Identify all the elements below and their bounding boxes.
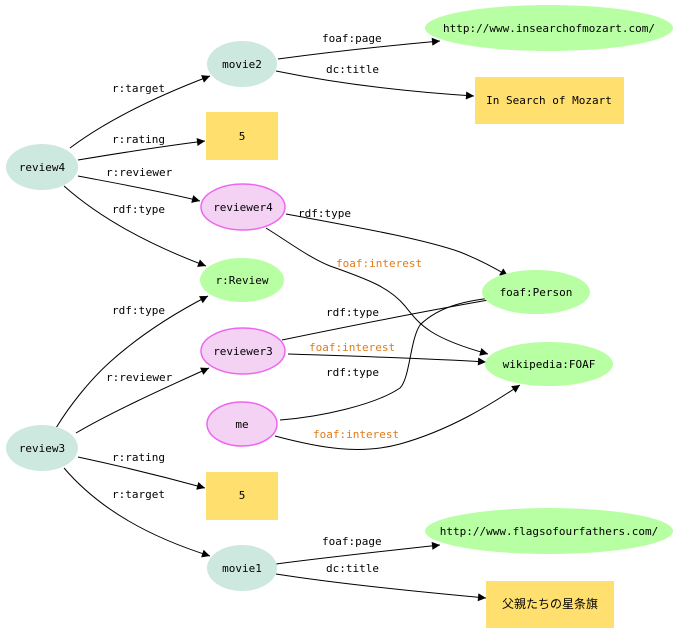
- edge-label-reviewer4-interest: foaf:interest: [336, 257, 422, 270]
- edge-review3-target: [63, 467, 211, 558]
- svg-text:review3: review3: [19, 442, 65, 455]
- edge-movie1-title: [275, 573, 487, 602]
- edge-label-movie2-page: foaf:page: [322, 32, 382, 45]
- svg-text:reviewer4: reviewer4: [213, 201, 273, 214]
- node-page-flags[interactable]: http://www.flagsofourfathers.com/: [425, 508, 673, 554]
- edge-label-reviewer4-type: rdf:type: [298, 207, 351, 220]
- edge-reviewer3-type: [281, 295, 501, 341]
- node-review-class[interactable]: r:Review: [200, 258, 284, 302]
- edge-label-review4-type: rdf:type: [112, 203, 165, 216]
- edge-review4-reviewer: [77, 175, 201, 203]
- edge-label-me-interest: foaf:interest: [313, 428, 399, 441]
- edge-review3-rating: [77, 456, 206, 490]
- svg-text:5: 5: [239, 130, 246, 143]
- edge-review4-type: [63, 185, 207, 267]
- edge-label-review3-rating: r:rating: [112, 451, 165, 464]
- node-review4[interactable]: review4: [6, 144, 78, 190]
- edge-label-review4-reviewer: r:reviewer: [106, 166, 173, 179]
- edge-review3-type: [55, 295, 209, 429]
- edge-movie2-title: [275, 70, 475, 100]
- node-reviewer3[interactable]: reviewer3: [200, 327, 286, 375]
- edge-review3-reviewer: [75, 367, 210, 434]
- node-rating-review4[interactable]: 5: [206, 112, 278, 160]
- svg-text:review4: review4: [19, 161, 66, 174]
- edge-label-me-type: rdf:type: [326, 366, 379, 379]
- node-reviewer4[interactable]: reviewer4: [200, 183, 286, 231]
- edge-reviewer4-interest: [265, 227, 489, 356]
- svg-text:reviewer3: reviewer3: [213, 345, 273, 358]
- edge-label-review3-reviewer: r:reviewer: [106, 371, 173, 384]
- edge-movie1-page: [275, 541, 441, 565]
- svg-text:r:Review: r:Review: [216, 274, 269, 287]
- node-person-class[interactable]: foaf:Person: [482, 270, 590, 314]
- svg-text:movie2: movie2: [222, 58, 262, 71]
- edge-label-movie1-title: dc:title: [326, 562, 379, 575]
- svg-text:In Search of Mozart: In Search of Mozart: [486, 94, 612, 107]
- edge-me-interest: [274, 384, 521, 450]
- svg-text:父親たちの星条旗: 父親たちの星条旗: [502, 596, 598, 611]
- node-movie1[interactable]: movie1: [207, 545, 277, 591]
- svg-text:http://www.insearchofmozart.co: http://www.insearchofmozart.com/: [443, 22, 655, 35]
- node-review3[interactable]: review3: [6, 425, 78, 471]
- edge-label-review4-target: r:target: [112, 82, 165, 95]
- edge-label-movie1-page: foaf:page: [322, 535, 382, 548]
- svg-text:wikipedia:FOAF: wikipedia:FOAF: [503, 358, 596, 371]
- edge-label-reviewer3-interest: foaf:interest: [309, 341, 395, 354]
- svg-text:foaf:Person: foaf:Person: [500, 286, 573, 299]
- node-title-mozart[interactable]: In Search of Mozart: [475, 77, 624, 124]
- svg-text:me: me: [235, 418, 248, 431]
- edge-review4-target: [69, 75, 211, 149]
- edge-reviewer4-type: [285, 213, 509, 277]
- edge-label-review4-rating: r:rating: [112, 133, 165, 146]
- edge-label-movie2-title: dc:title: [326, 63, 379, 76]
- node-wikipedia-foaf[interactable]: wikipedia:FOAF: [485, 342, 613, 386]
- edge-movie2-page: [277, 37, 441, 60]
- edge-me-type: [279, 293, 501, 421]
- node-page-mozart[interactable]: http://www.insearchofmozart.com/: [425, 5, 673, 51]
- node-rating-review3[interactable]: 5: [206, 472, 278, 520]
- edge-reviewer3-interest: [287, 353, 487, 366]
- node-title-flags[interactable]: 父親たちの星条旗: [486, 581, 614, 628]
- node-movie2[interactable]: movie2: [207, 41, 277, 87]
- edge-label-review3-type: rdf:type: [112, 304, 165, 317]
- node-me[interactable]: me: [206, 401, 278, 447]
- svg-text:movie1: movie1: [222, 562, 262, 575]
- edge-label-reviewer3-type: rdf:type: [326, 306, 379, 319]
- svg-text:5: 5: [239, 489, 246, 502]
- edge-label-review3-target: r:target: [112, 488, 165, 501]
- edge-review4-rating: [77, 138, 206, 161]
- svg-text:http://www.flagsofourfathers.c: http://www.flagsofourfathers.com/: [440, 525, 659, 538]
